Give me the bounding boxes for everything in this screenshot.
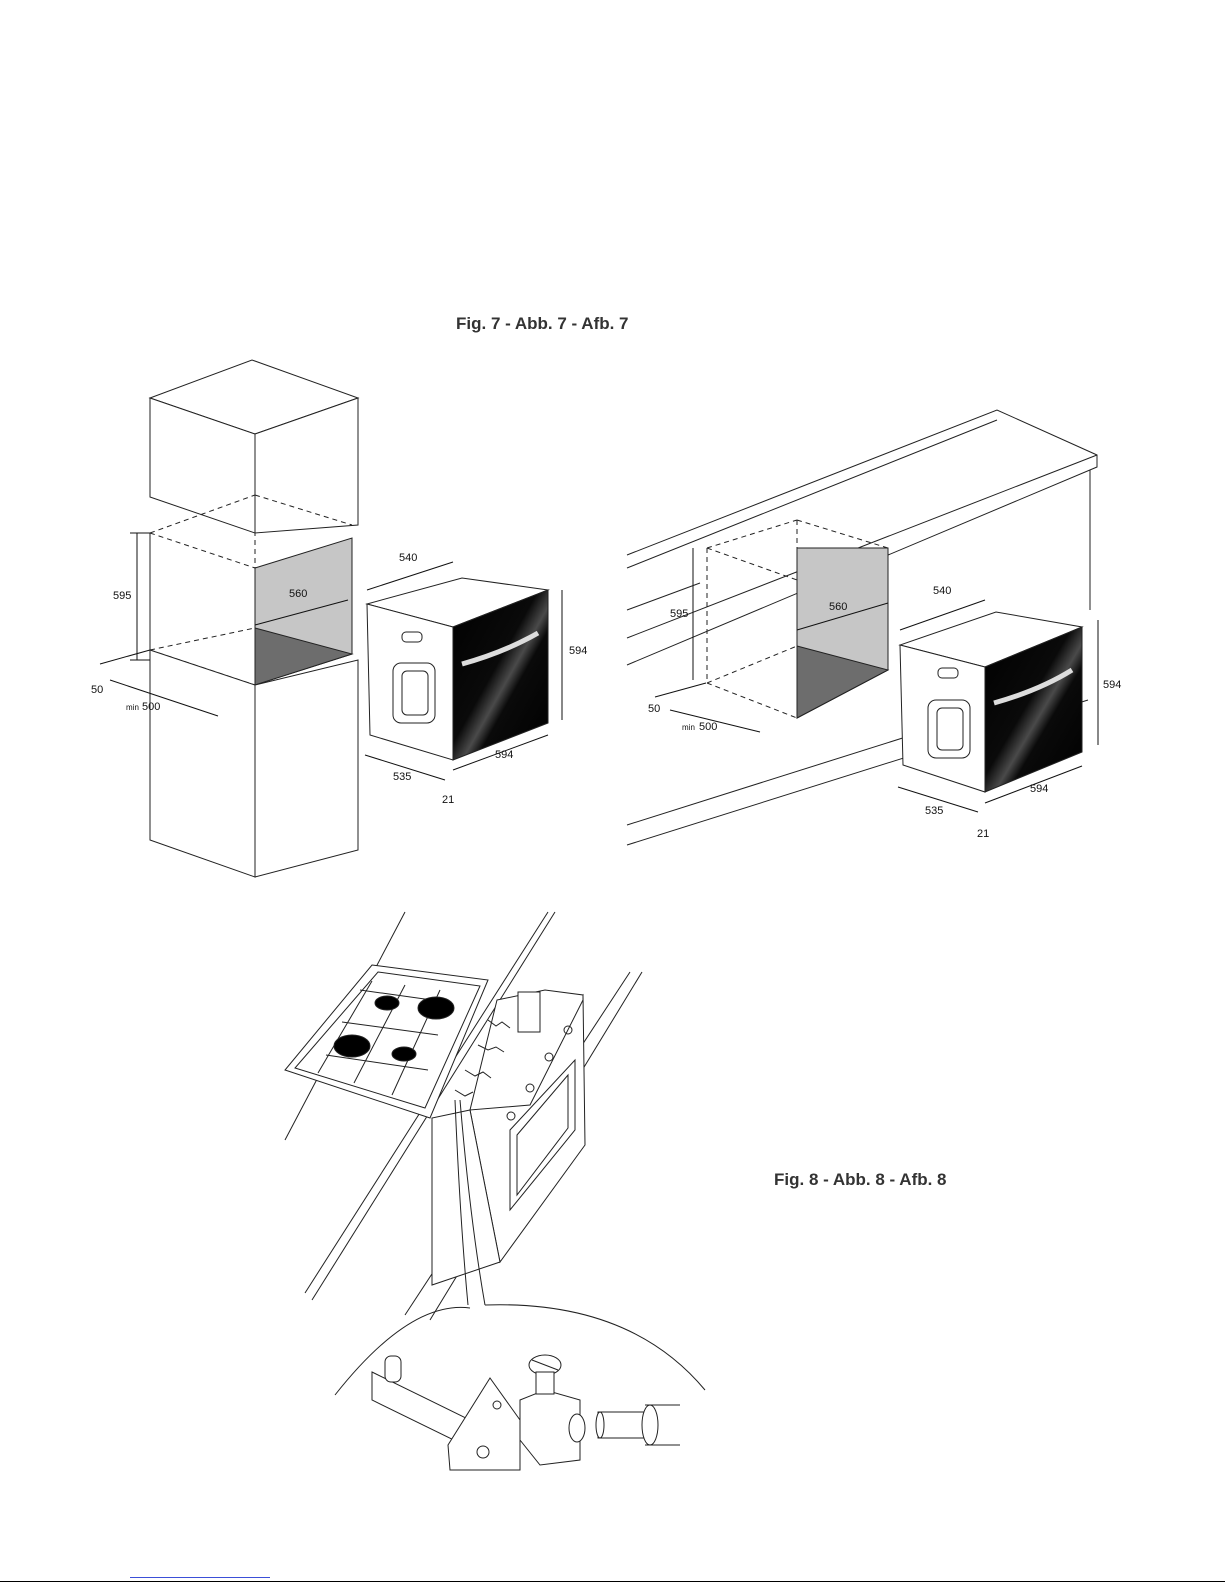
left-label-oven-depth: 535 — [393, 771, 411, 783]
left-label-niche-gap: 50 — [91, 684, 103, 696]
column-bottom-box — [150, 650, 358, 877]
left-label-front-thickness: 21 — [442, 794, 454, 806]
column-top-box — [150, 360, 358, 533]
fig7-left-diagram — [100, 360, 358, 877]
right-label-niche-width: 560 — [829, 601, 847, 613]
fig7-right-oven — [898, 600, 1098, 812]
right-label-niche-depth: 500 — [699, 721, 717, 733]
burner-small-front — [392, 1047, 416, 1061]
left-label-oven-height: 594 — [569, 645, 587, 657]
right-label-oven-front-width: 594 — [1030, 783, 1048, 795]
burner-large-front — [334, 1035, 370, 1057]
right-label-oven-height: 594 — [1103, 679, 1121, 691]
burner-large-rear — [418, 997, 454, 1019]
hob — [285, 965, 488, 1118]
footer-rule — [0, 1581, 1225, 1582]
fig8-diagram — [285, 912, 705, 1470]
right-label-niche-gap: 50 — [648, 703, 660, 715]
right-label-oven-depth: 535 — [925, 805, 943, 817]
left-label-oven-front-width: 594 — [495, 749, 513, 761]
footer-link-underline — [130, 1577, 270, 1578]
left-label-min: min — [126, 703, 139, 712]
right-label-front-thickness: 21 — [977, 828, 989, 840]
right-label-min: min — [682, 723, 695, 732]
right-label-oven-top-width: 540 — [933, 585, 951, 597]
right-label-niche-height: 595 — [670, 608, 688, 620]
burner-small-rear — [375, 996, 399, 1010]
left-label-niche-height: 595 — [113, 590, 131, 602]
detail-connector — [372, 1355, 680, 1470]
left-label-niche-width: 560 — [289, 588, 307, 600]
left-label-niche-depth: 500 — [142, 701, 160, 713]
fig7-left-oven — [365, 562, 562, 780]
left-label-oven-top-width: 540 — [399, 552, 417, 564]
counter-niche — [707, 520, 888, 718]
